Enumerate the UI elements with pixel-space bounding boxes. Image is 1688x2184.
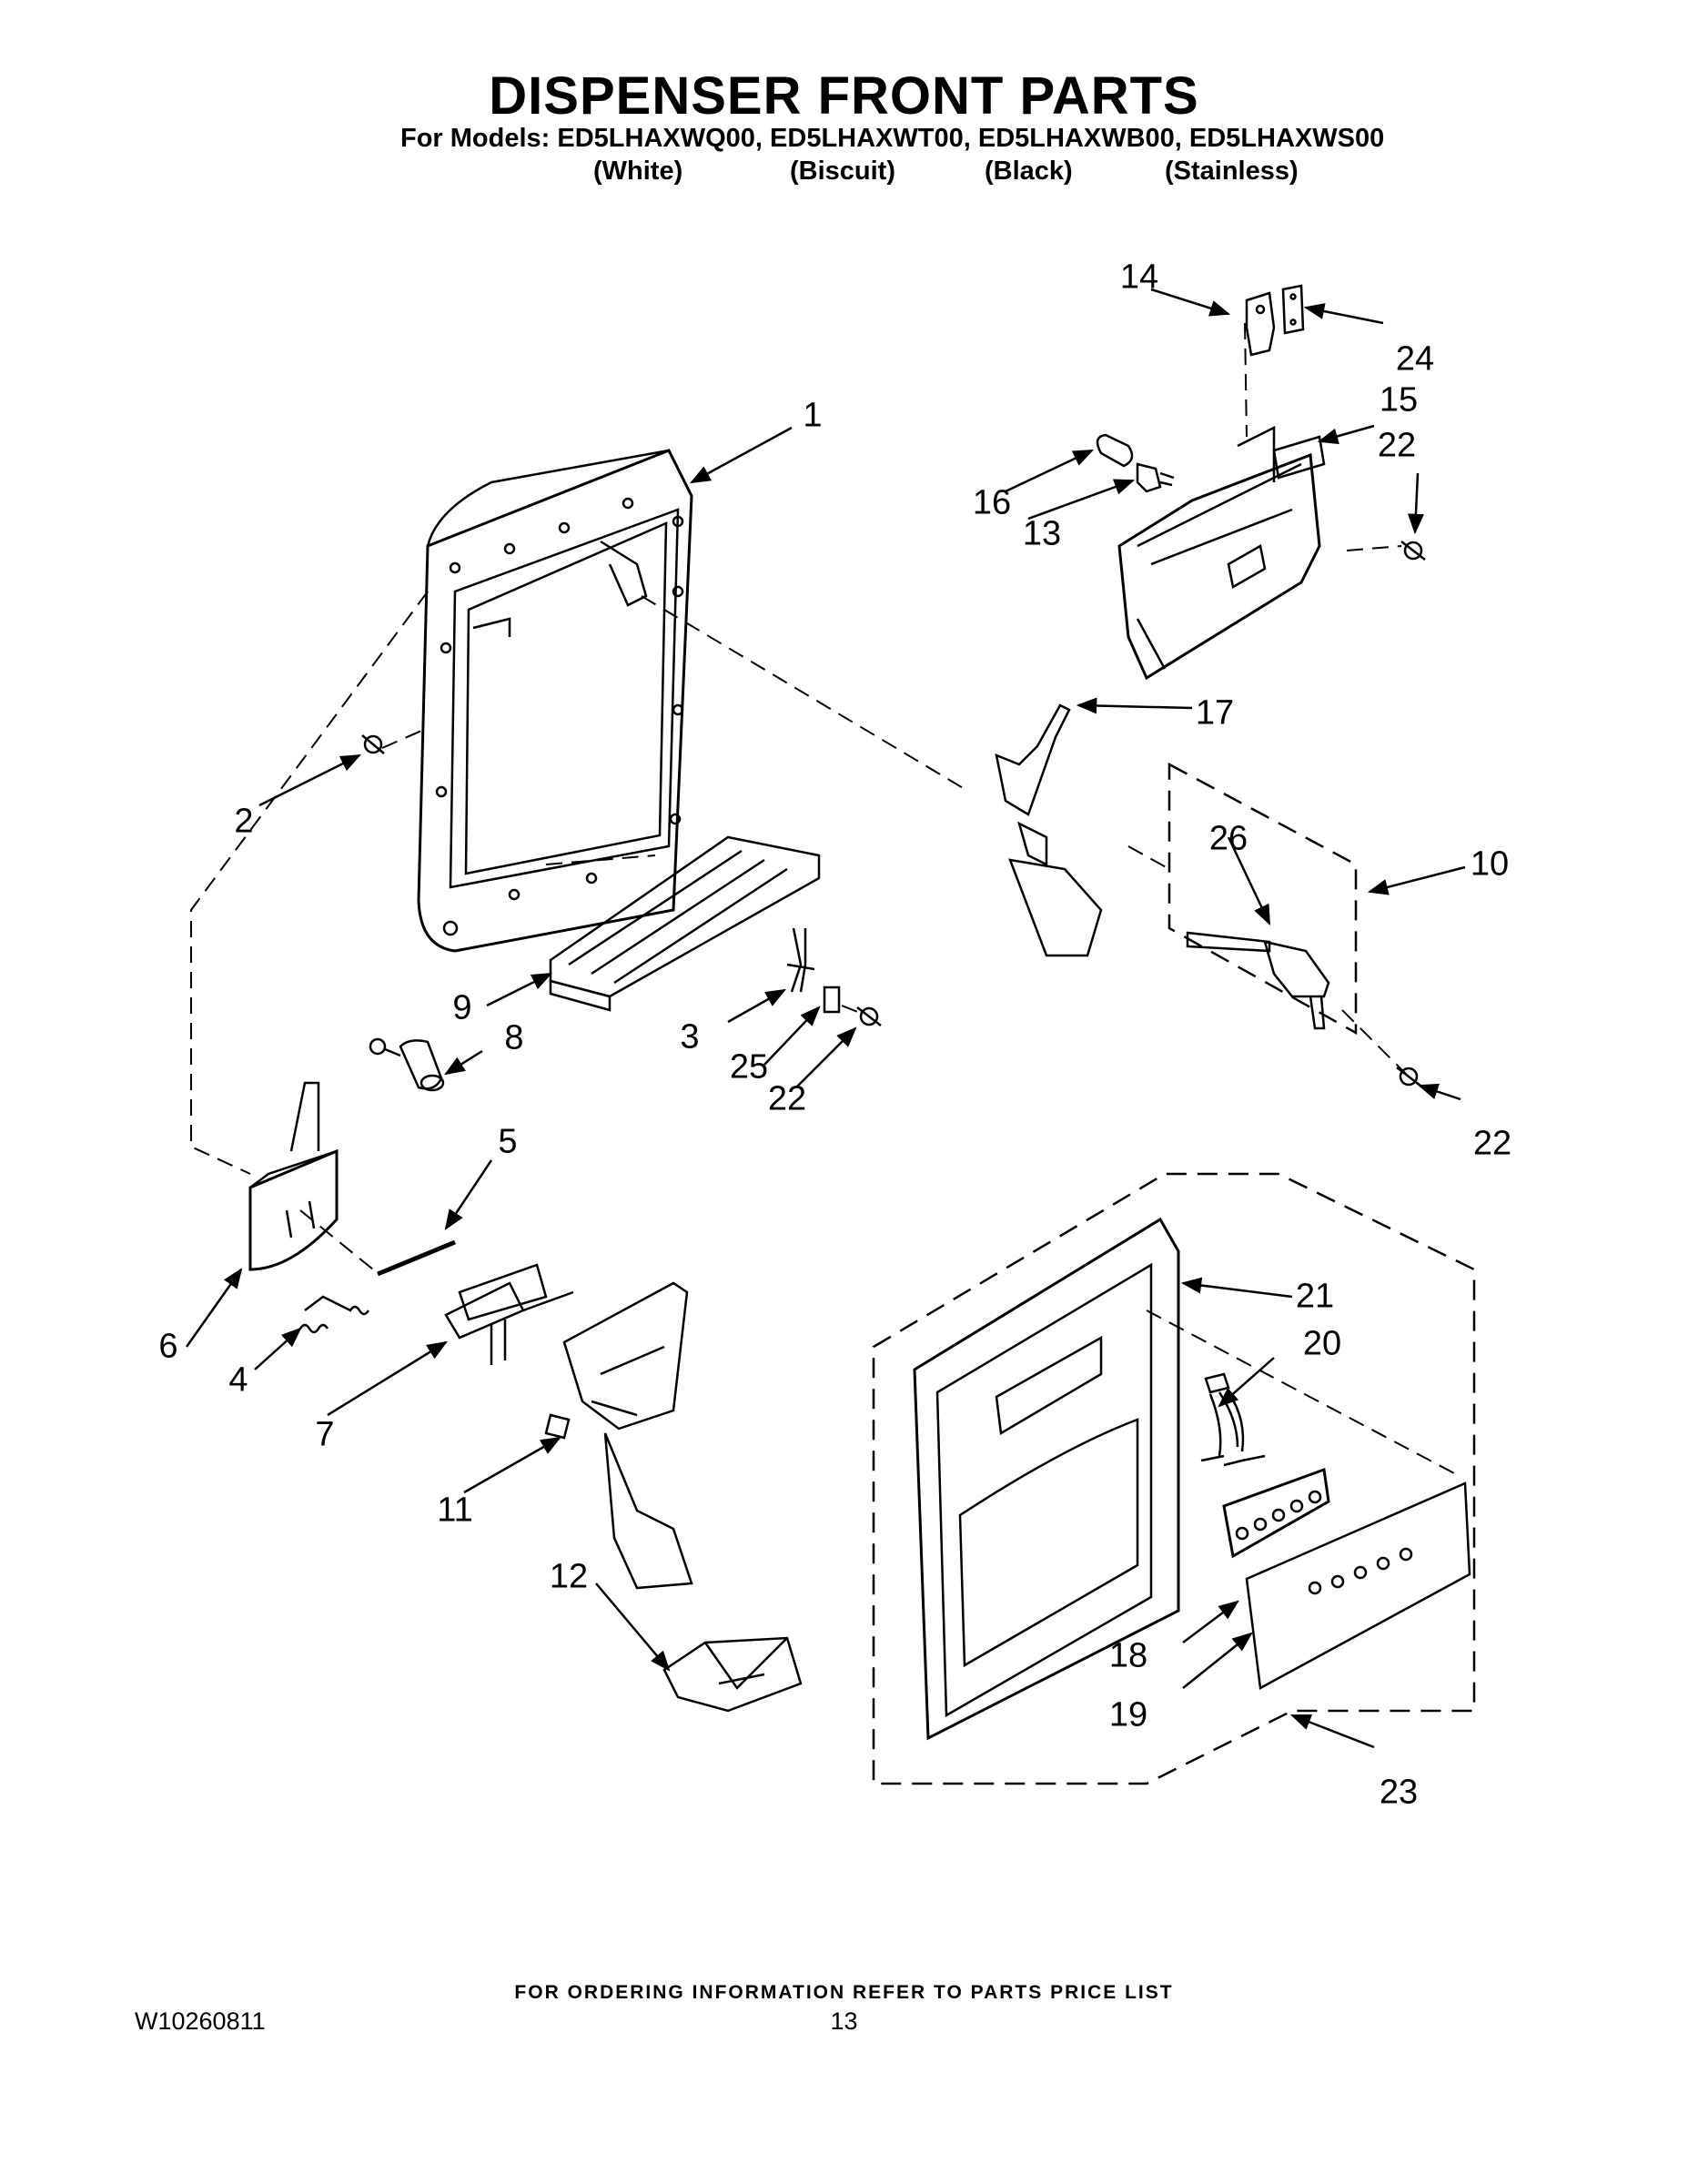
callout-14: 14 (1119, 258, 1159, 297)
switch-part-14 (1245, 291, 1276, 357)
drip-tray-part-9 (549, 835, 821, 1012)
lamp-socket-part-13 (1136, 462, 1175, 493)
callout-17: 17 (1195, 693, 1235, 733)
callout-19: 19 (1108, 1695, 1148, 1734)
lamp-bulb-part-16 (1096, 433, 1134, 468)
leader-lines (190, 322, 1457, 1475)
color-label-stainless: (Stainless) (1165, 157, 1299, 186)
callout-23: 23 (1379, 1773, 1419, 1812)
callout-11: 11 (437, 1491, 473, 1530)
chute-cover-part-12 (662, 1636, 803, 1713)
callout-26: 26 (1208, 819, 1248, 858)
spring-clip-part-3 (786, 927, 815, 993)
rod-part-5 (377, 1239, 456, 1277)
callout-16: 16 (972, 483, 1012, 522)
overlay-label-part-19 (1245, 1481, 1471, 1690)
callout-9: 9 (452, 988, 472, 1027)
callout-3: 3 (680, 1017, 700, 1057)
ice-paddle-part-11 (544, 1281, 693, 1590)
plate-part-24 (1281, 284, 1305, 335)
callout-22-right: 22 (1472, 1124, 1512, 1163)
callout-arrows (185, 288, 1466, 1749)
callout-8: 8 (504, 1018, 524, 1057)
screw-part-22-upper (1400, 541, 1426, 561)
callout-1: 1 (803, 396, 823, 435)
callout-7: 7 (315, 1415, 335, 1454)
page-title: DISPENSER FRONT PARTS (489, 66, 1199, 126)
color-label-biscuit: (Biscuit) (790, 157, 895, 186)
ordering-note: FOR ORDERING INFORMATION REFER TO PARTS … (514, 1982, 1174, 2003)
control-board-part-18 (1222, 1467, 1330, 1559)
screw-part-2 (361, 734, 385, 754)
spring-part-4 (298, 1295, 370, 1334)
actuator-part-6 (248, 1081, 339, 1271)
callout-12: 12 (549, 1557, 589, 1596)
control-assembly-boundary-part-23 (872, 1172, 1476, 1785)
document-number: W10260811 (135, 2007, 266, 2035)
callout-22-upper: 22 (1377, 426, 1417, 465)
solenoid-part-8 (369, 1037, 445, 1092)
callout-10: 10 (1470, 844, 1510, 884)
housing-frame-part-1 (417, 449, 693, 953)
lever-part-26 (1186, 931, 1330, 1030)
water-paddle-part-17 (995, 703, 1103, 957)
callout-25: 25 (729, 1047, 769, 1087)
color-label-black: (Black) (985, 157, 1073, 186)
callout-21: 21 (1295, 1277, 1335, 1316)
door-actuator-part-7 (444, 1263, 574, 1365)
insulator-part-25 (823, 986, 841, 1014)
screw-part-22-right (1396, 1067, 1421, 1087)
callout-2: 2 (234, 802, 254, 841)
callout-5: 5 (498, 1122, 518, 1161)
callout-24: 24 (1395, 339, 1435, 379)
callout-13: 13 (1022, 514, 1062, 553)
callout-15: 15 (1379, 380, 1419, 420)
callout-6: 6 (158, 1327, 178, 1366)
callout-4: 4 (228, 1360, 248, 1400)
screw-part-22-mid (856, 1006, 882, 1026)
callout-22-mid: 22 (767, 1079, 807, 1118)
module-boundary-part-10 (1167, 762, 1358, 1036)
wire-harness-part-20 (1200, 1372, 1266, 1467)
callout-18: 18 (1108, 1636, 1148, 1675)
upper-module-part-15 (1117, 425, 1326, 681)
callout-20: 20 (1302, 1324, 1342, 1363)
page-number: 13 (830, 2007, 858, 2035)
front-panel-part-21 (913, 1217, 1180, 1741)
models-line: For Models: ED5LHAXWQ00, ED5LHAXWT00, ED… (400, 124, 1385, 153)
color-label-white: (White) (593, 157, 683, 186)
